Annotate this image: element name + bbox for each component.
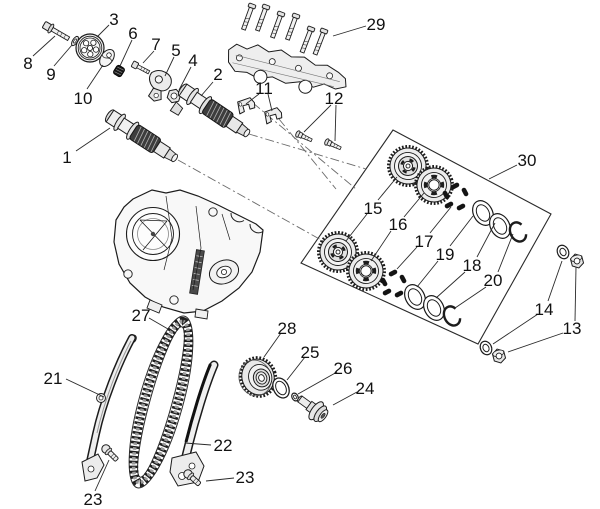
small-bolt: [130, 60, 151, 75]
callout-label-2: 2: [213, 65, 222, 84]
callout-label-11: 11: [255, 79, 273, 98]
camshaft-cap: [227, 43, 347, 94]
cap-bolt: [268, 10, 286, 40]
decompressor-hub: [166, 88, 184, 116]
camshaft-intake: [101, 105, 183, 169]
chain-tensioner-blade: [81, 334, 137, 482]
camshaft-sprocket-wheel: [75, 33, 105, 63]
callout-label-16: 16: [389, 215, 408, 234]
callout-label-23a: 23: [84, 490, 103, 509]
callout-label-6: 6: [128, 24, 137, 43]
callout-label-22: 22: [214, 436, 233, 455]
callout-label-1: 1: [62, 148, 71, 167]
callout-label-30: 30: [518, 151, 537, 170]
chain-guide: [169, 360, 219, 487]
callout-label-26: 26: [334, 359, 353, 378]
guide-bolt: [99, 442, 121, 464]
cap-bolt: [311, 27, 329, 57]
callout-label-20: 20: [484, 271, 503, 290]
retainer-plate: [99, 48, 115, 68]
callout-label-25: 25: [301, 343, 320, 362]
cap-bolt: [298, 25, 316, 55]
callout-label-13: 13: [563, 319, 582, 338]
callout-label-14: 14: [535, 300, 554, 319]
callout-label-12: 12: [325, 89, 344, 108]
decompressor-body: [147, 69, 172, 102]
callout-label-10: 10: [74, 89, 93, 108]
timing-chain: [128, 315, 194, 489]
callout-label-19: 19: [436, 245, 455, 264]
end-nut: [569, 252, 585, 270]
callout-label-18: 18: [463, 256, 482, 275]
callout-label-29: 29: [367, 15, 386, 34]
idler-spindle: [297, 395, 329, 423]
retaining-clip: [235, 96, 257, 115]
callout-label-8: 8: [23, 54, 32, 73]
cap-bolt: [283, 12, 301, 42]
end-washer: [477, 338, 495, 358]
end-nut: [491, 347, 507, 365]
callout-label-15: 15: [364, 199, 383, 218]
callout-label-17: 17: [415, 232, 434, 251]
callout-label-21: 21: [44, 369, 63, 388]
end-washer: [554, 242, 572, 262]
idler-washer: [272, 377, 290, 399]
camshaft-end-bolt: [42, 21, 71, 42]
cylinder-head: [113, 189, 264, 320]
callout-label-5: 5: [171, 41, 180, 60]
callout-leader-lines: [32, 24, 577, 492]
callout-label-27: 27: [132, 306, 151, 325]
set-screw: [323, 137, 343, 152]
callout-label-9: 9: [46, 65, 55, 84]
callout-label-4: 4: [188, 51, 197, 70]
cap-bolt: [253, 3, 271, 33]
idler-gear: [238, 356, 278, 398]
callout-label-24: 24: [356, 379, 375, 398]
callout-label-28: 28: [278, 319, 297, 338]
cap-bolt: [239, 2, 257, 32]
retaining-clip: [262, 106, 284, 125]
callout-label-23b: 23: [236, 468, 255, 487]
callout-label-3: 3: [109, 10, 118, 29]
idler-ring: [291, 392, 299, 402]
damper-pad: [113, 64, 125, 78]
callout-labels: 1 2 3 4 5 6 7 8 9 10 11 12 13 14 15 16 1…: [23, 10, 581, 509]
callout-label-7: 7: [151, 35, 160, 54]
